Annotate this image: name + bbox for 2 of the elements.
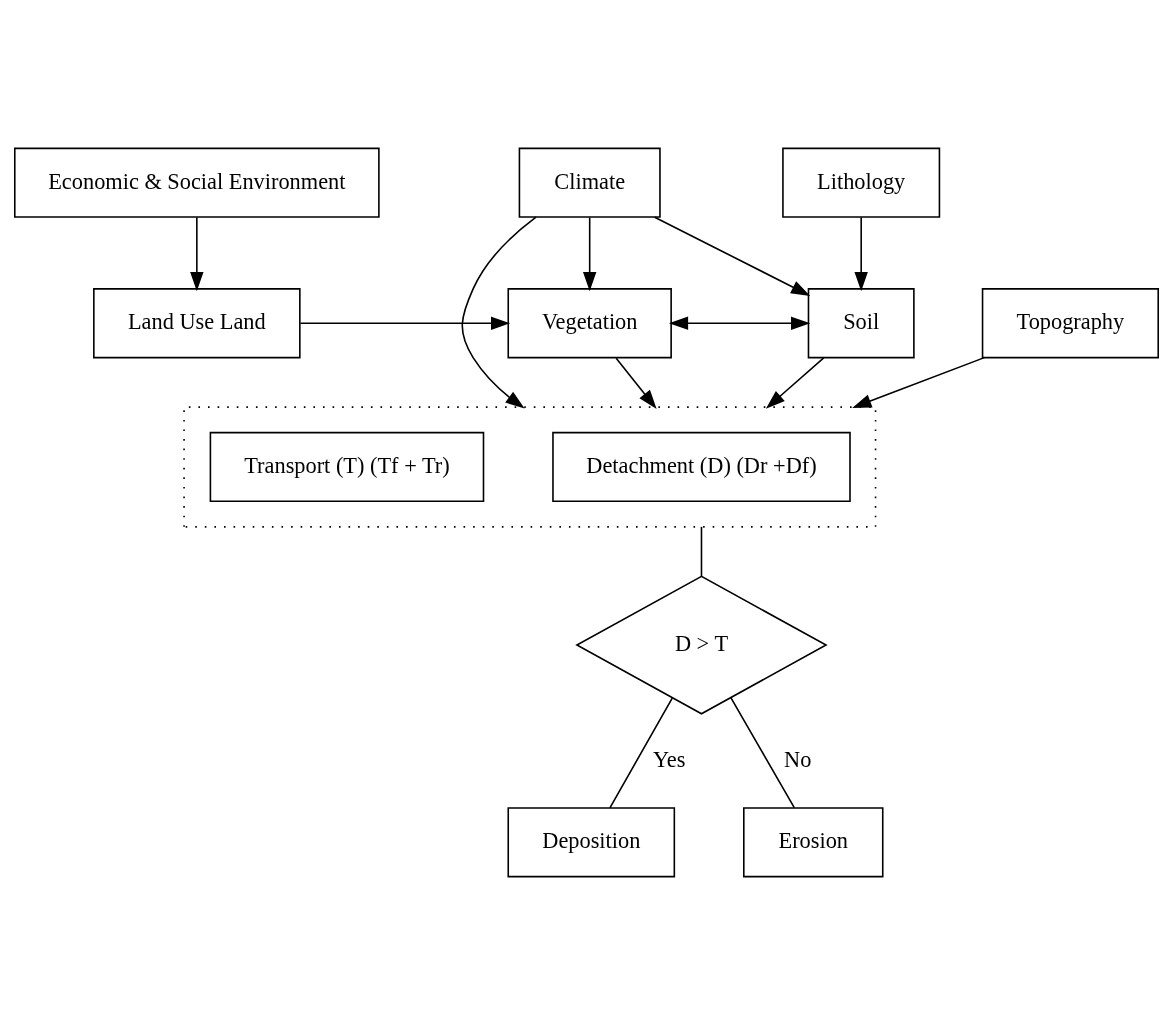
edge-label: No xyxy=(784,746,812,772)
edge-label: Yes xyxy=(652,746,686,772)
